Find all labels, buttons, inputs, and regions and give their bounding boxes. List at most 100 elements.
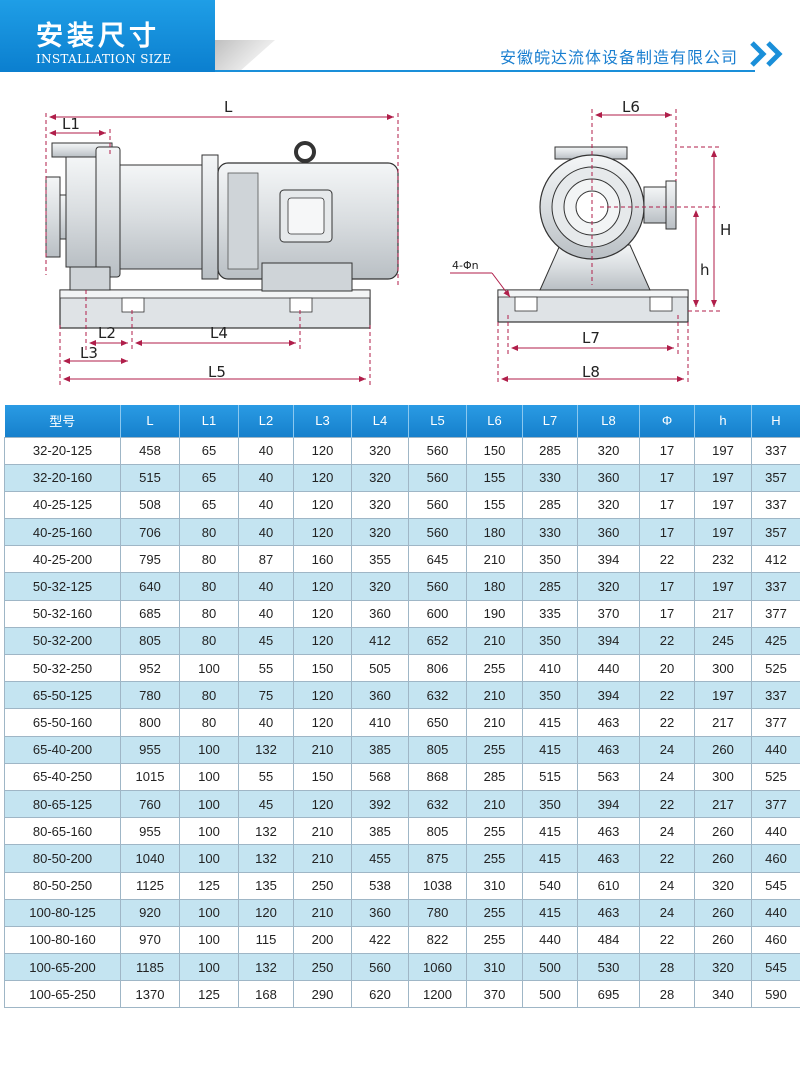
dimension-cell: 955 [120,735,180,764]
dimension-cell: 180 [466,518,523,547]
dimension-cell: 40 [238,599,294,628]
dimension-cell: 310 [466,953,523,982]
dimension-cell: 22 [639,626,695,656]
dimension-cell: 75 [238,681,294,710]
dimension-cell: 17 [639,490,695,520]
dimension-cell: 210 [466,545,523,574]
column-header: Φ [639,405,695,437]
dimension-cell: 210 [466,626,523,656]
dimension-cell: 330 [522,463,578,492]
dimension-cell: 210 [293,844,352,873]
dim-label-L3: L3 [80,344,98,362]
dimension-cell: 600 [408,599,467,628]
dimension-cell: 1200 [408,980,467,1009]
dimension-cell: 458 [120,436,180,465]
dimension-cell: 160 [293,545,352,574]
dimension-cell: 17 [639,436,695,465]
dimension-cell: 132 [238,735,294,764]
dimension-cell: 350 [522,789,578,819]
dimension-cell: 320 [577,572,640,601]
dimension-cell: 132 [238,844,294,873]
dimension-cell: 255 [466,653,523,683]
model-cell: 32-20-125 [4,436,121,465]
dimension-cell: 484 [577,925,640,955]
title-banner: 安装尺寸 INSTALLATION SIZE [0,0,215,72]
dimension-cell: 210 [293,817,352,846]
dimension-cell: 800 [120,708,180,737]
model-cell: 40-25-125 [4,490,121,520]
dimension-cell: 610 [577,871,640,900]
dimension-cell: 24 [639,871,695,900]
dimension-cell: 190 [466,599,523,628]
column-header: L5 [408,405,467,437]
dimension-cell: 920 [120,898,180,927]
column-header: L3 [293,405,352,437]
dimension-cell: 100 [179,953,239,982]
dimension-cell: 415 [522,708,578,737]
dimension-cell: 100 [179,844,239,873]
dimension-cell: 500 [522,953,578,982]
dimension-cell: 955 [120,817,180,846]
dimension-cell: 525 [751,653,800,683]
dimension-cell: 17 [639,572,695,601]
section-subtitle: INSTALLATION SIZE [36,52,172,66]
dimension-cell: 24 [639,817,695,846]
dimension-cell: 320 [577,490,640,520]
dimension-cell: 394 [577,681,640,710]
dimension-cell: 1370 [120,980,180,1009]
dimension-cell: 505 [351,653,409,683]
dimension-cell: 350 [522,545,578,574]
dimension-cell: 685 [120,599,180,628]
dimension-cell: 500 [522,980,578,1009]
dimension-cell: 412 [351,626,409,656]
dimension-cell: 24 [639,898,695,927]
dimension-cell: 24 [639,762,695,791]
dimension-cell: 463 [577,844,640,873]
dimension-cell: 17 [639,518,695,547]
dimension-cell: 200 [293,925,352,955]
dimension-cell: 300 [694,762,752,791]
dimension-cell: 320 [694,953,752,982]
dim-label-L1: L1 [62,115,80,133]
dimension-cell: 440 [751,898,800,927]
dimension-cell: 320 [351,436,409,465]
dimension-cell: 135 [238,871,294,900]
dim-label-L: L [224,98,233,116]
dimension-cell: 250 [293,871,352,900]
dimension-cell: 180 [466,572,523,601]
front-view: L6 H h L7 L8 4-Φn [450,98,731,385]
dimension-cell: 255 [466,844,523,873]
dimension-cell: 868 [408,762,467,791]
dimension-cell: 695 [577,980,640,1009]
model-cell: 32-20-160 [4,463,121,492]
dimension-cell: 780 [408,898,467,927]
dimension-cell: 217 [694,708,752,737]
dimension-cell: 795 [120,545,180,574]
dimension-cell: 560 [408,436,467,465]
dimension-cell: 100 [179,653,239,683]
section-header: 安装尺寸 INSTALLATION SIZE 安徽皖达流体设备制造有限公司 [0,0,800,80]
dimension-cell: 377 [751,789,800,819]
dimension-cell: 1038 [408,871,467,900]
dimension-cell: 65 [179,436,239,465]
dimension-cell: 65 [179,463,239,492]
dimension-cell: 40 [238,518,294,547]
dimension-cell: 125 [179,980,239,1009]
dimension-cell: 120 [293,436,352,465]
dimension-cell: 132 [238,953,294,982]
dimension-cell: 377 [751,599,800,628]
dimension-cell: 24 [639,735,695,764]
dimension-cell: 360 [577,518,640,547]
model-cell: 40-25-200 [4,545,121,574]
dimension-cell: 337 [751,490,800,520]
model-cell: 65-40-250 [4,762,121,791]
dimension-cell: 285 [522,436,578,465]
dimension-cell: 22 [639,681,695,710]
dimension-cell: 22 [639,789,695,819]
column-header: L [120,405,180,437]
